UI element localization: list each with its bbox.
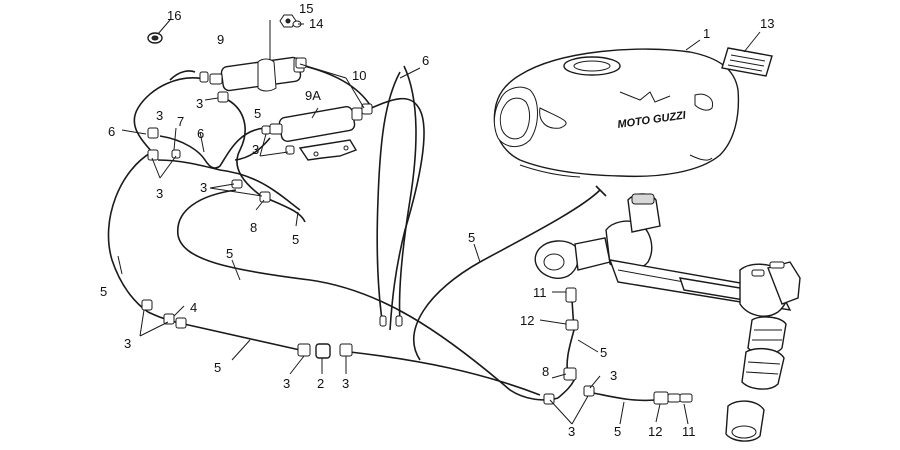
- callout-8-lower: 8: [542, 364, 549, 379]
- callout-3-left-upper: 3: [156, 108, 163, 123]
- callout-4: 4: [190, 300, 197, 315]
- callout-6-top-right: 6: [422, 53, 429, 68]
- callout-6-middle: 6: [197, 126, 204, 141]
- callout-9a: 9A: [305, 88, 321, 103]
- callout-1: 1: [703, 26, 710, 41]
- callout-9: 9: [217, 32, 224, 47]
- callout-10: 10: [352, 68, 366, 83]
- callout-5-bottom: 5: [214, 360, 221, 375]
- callout-11-top: 11: [533, 285, 547, 300]
- callout-12-bottom: 12: [648, 424, 662, 439]
- callout-3-left-bottom: 3: [124, 336, 131, 351]
- callout-5-left: 5: [100, 284, 107, 299]
- callout-3-bottom-a: 3: [283, 376, 290, 391]
- callout-3-center-lower: 3: [200, 180, 207, 195]
- fuel-tank: MOTO GUZZI: [493, 48, 740, 178]
- callout-13: 13: [760, 16, 774, 31]
- callout-5-right-hose: 5: [468, 230, 475, 245]
- callout-3-bottom-b: 3: [342, 376, 349, 391]
- callout-2: 2: [317, 376, 324, 391]
- callout-11-bottom: 11: [682, 424, 696, 439]
- callout-12-top: 12: [520, 313, 534, 328]
- nut-15-washer-14: [279, 14, 302, 28]
- warning-label-plate: [721, 47, 773, 77]
- callout-3-center: 3: [252, 142, 259, 157]
- callout-3-lower-right: 3: [610, 368, 617, 383]
- hose-clamps: [141, 57, 693, 405]
- callout-5-mid: 5: [226, 246, 233, 261]
- callout-14: 14: [309, 16, 323, 31]
- callout-3-lower-center: 3: [568, 424, 575, 439]
- callout-numbers: 16 15 14 9 9A 10 6 6 6 1 13 3 5 3 7 3 3 …: [100, 1, 774, 439]
- callout-16: 16: [167, 8, 181, 23]
- callout-3-top: 3: [196, 96, 203, 111]
- callout-5-lower-right: 5: [600, 345, 607, 360]
- throttle-body-assembly: [534, 193, 801, 442]
- callout-8-center: 8: [250, 220, 257, 235]
- fuel-filter-canister-9: [209, 20, 305, 92]
- washer-16: [147, 19, 171, 44]
- callout-6-left: 6: [108, 124, 115, 139]
- callout-15: 15: [299, 1, 313, 16]
- leader-lines: [117, 23, 761, 425]
- callout-7: 7: [177, 114, 184, 129]
- callout-3-left-lower: 3: [156, 186, 163, 201]
- callout-5-top: 5: [254, 106, 261, 121]
- fuel-filter-canister-9a: [269, 106, 363, 161]
- callout-5-center: 5: [292, 232, 299, 247]
- fuel-hoses: [107, 65, 656, 402]
- callout-5-lower-bottom: 5: [614, 424, 621, 439]
